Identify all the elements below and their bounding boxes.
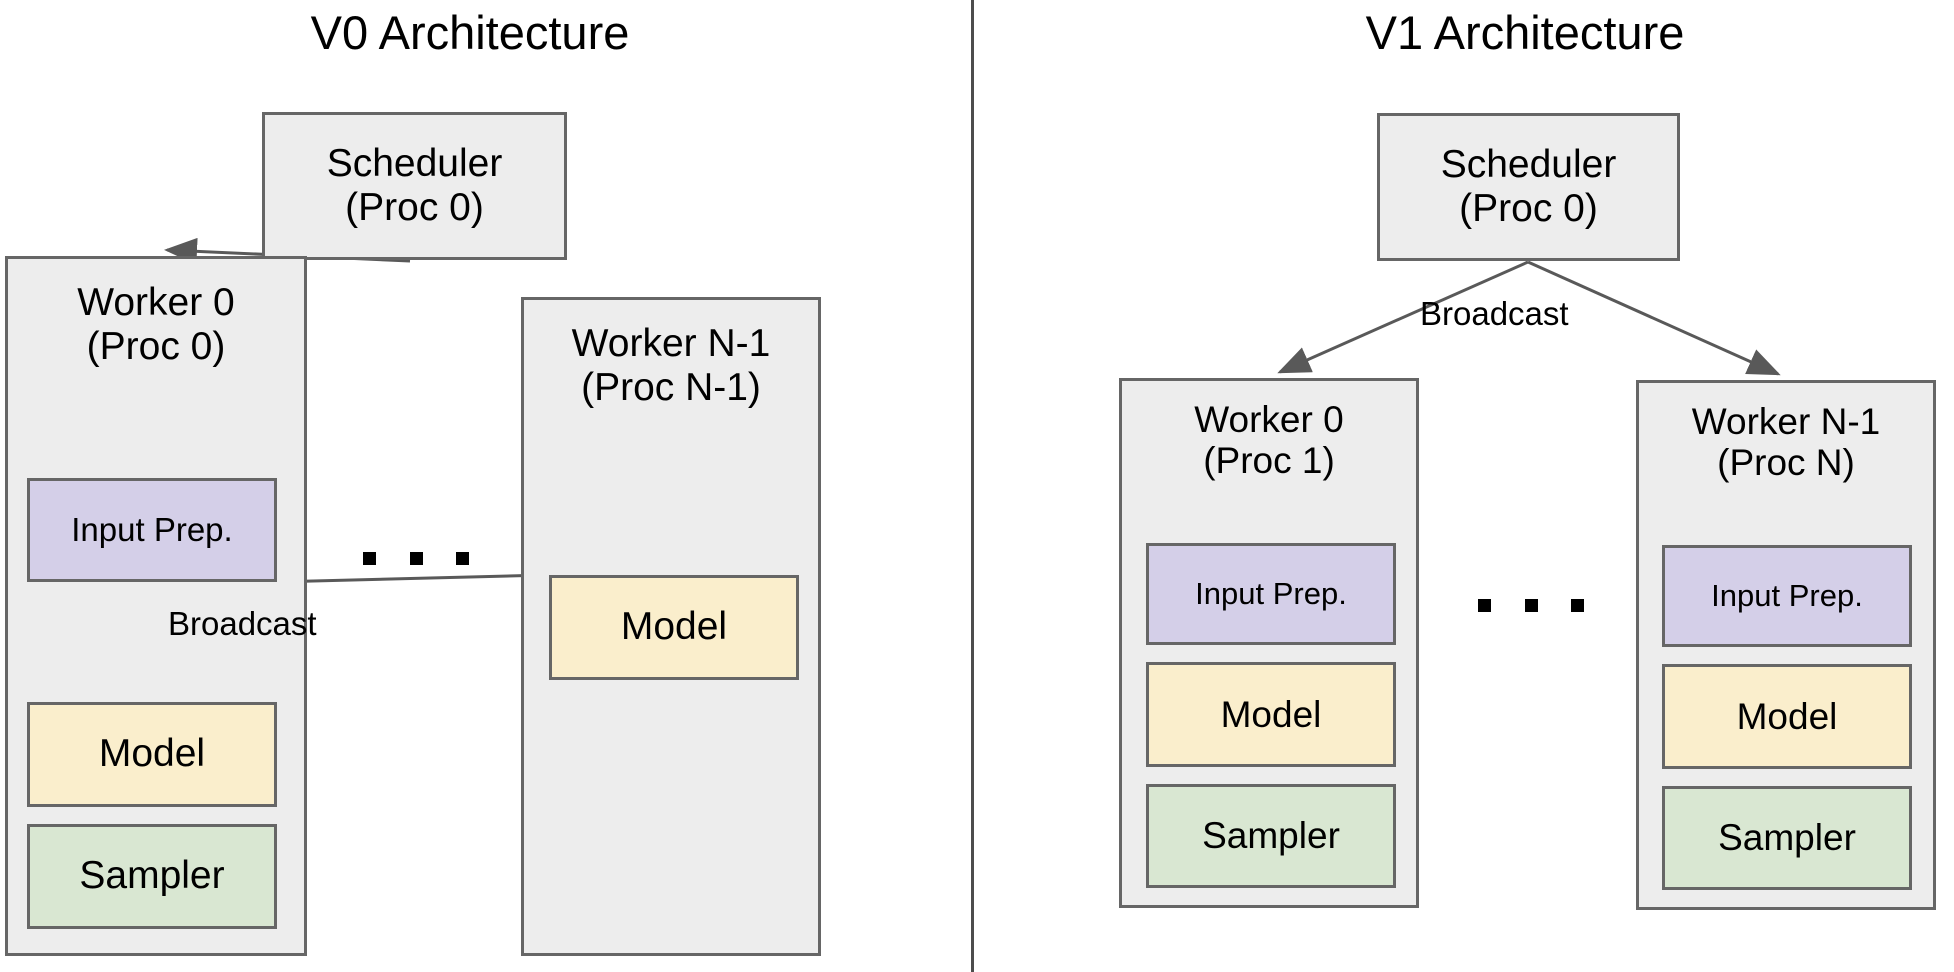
v1-worker-0-label-line1: Worker 0 [1194,399,1344,440]
v0-worker-0-sampler-box[interactable]: Sampler [27,824,277,929]
v1-worker-0-sampler-label: Sampler [1202,815,1340,857]
v0-scheduler-line1: Scheduler [326,141,503,185]
v0-scheduler-line2: (Proc 0) [345,186,484,229]
v0-ellipsis-dot-1 [363,551,376,565]
v1-worker-0-input-prep-box[interactable]: Input Prep. [1146,543,1396,645]
v0-scheduler-box[interactable]: Scheduler (Proc 0) [262,112,567,260]
v0-worker-n1-model-label: Model [620,605,728,649]
v1-panel-title: V1 Architecture [1365,6,1685,59]
v0-workers-ellipsis [363,551,469,565]
v1-worker-0-label-line2: (Proc 1) [1203,440,1335,482]
v0-worker-n1-label-line1: Worker N-1 [571,322,771,365]
v1-worker-0-model-box[interactable]: Model [1146,662,1396,767]
v0-worker-0-label-line1: Worker 0 [77,281,235,324]
v1-broadcast-edge-label: Broadcast [1420,295,1569,332]
v1-scheduler-line1: Scheduler [1440,142,1617,186]
v1-ellipsis-dot-1 [1478,598,1491,612]
v1-scheduler-box[interactable]: Scheduler (Proc 0) [1377,113,1680,261]
v0-worker-0-input-prep-label: Input Prep. [71,511,233,549]
v1-worker-n1-sampler-box[interactable]: Sampler [1662,786,1912,890]
v1-worker-n1-input-prep-box[interactable]: Input Prep. [1662,545,1912,647]
v0-worker-0-input-prep-box[interactable]: Input Prep. [27,478,277,582]
panel-divider [971,0,974,972]
v0-worker-0-model-box[interactable]: Model [27,702,277,807]
v1-worker-0-model-label: Model [1220,693,1322,735]
v1-worker-n1-model-label: Model [1736,695,1838,737]
v1-worker-0-input-prep-label: Input Prep. [1195,576,1347,612]
v0-worker-n1-model-box[interactable]: Model [549,575,799,680]
v1-worker-n1-input-prep-label: Input Prep. [1711,578,1863,614]
v1-ellipsis-dot-3 [1571,598,1584,612]
v1-worker-n1-sampler-label: Sampler [1718,817,1856,859]
v0-panel-title: V0 Architecture [310,6,630,59]
v0-worker-0-label-line2: (Proc 0) [86,324,226,368]
v1-scheduler-line2: (Proc 0) [1459,187,1598,230]
v0-ellipsis-dot-2 [409,551,423,565]
v1-worker-n1-label-line2: (Proc N) [1717,442,1855,484]
v0-ellipsis-dot-3 [456,551,469,565]
v1-worker-n1-label-line1: Worker N-1 [1691,401,1881,442]
v0-worker-n1-label-line2: (Proc N-1) [581,365,761,409]
v0-worker-0-model-label: Model [98,732,206,776]
v1-worker-0-sampler-box[interactable]: Sampler [1146,784,1396,888]
v0-worker-0-sampler-label: Sampler [79,854,225,898]
v1-worker-n1-model-box[interactable]: Model [1662,664,1912,769]
v0-broadcast-edge-label: Broadcast [168,605,317,642]
v1-workers-ellipsis [1478,598,1584,612]
v1-ellipsis-dot-2 [1524,598,1538,612]
